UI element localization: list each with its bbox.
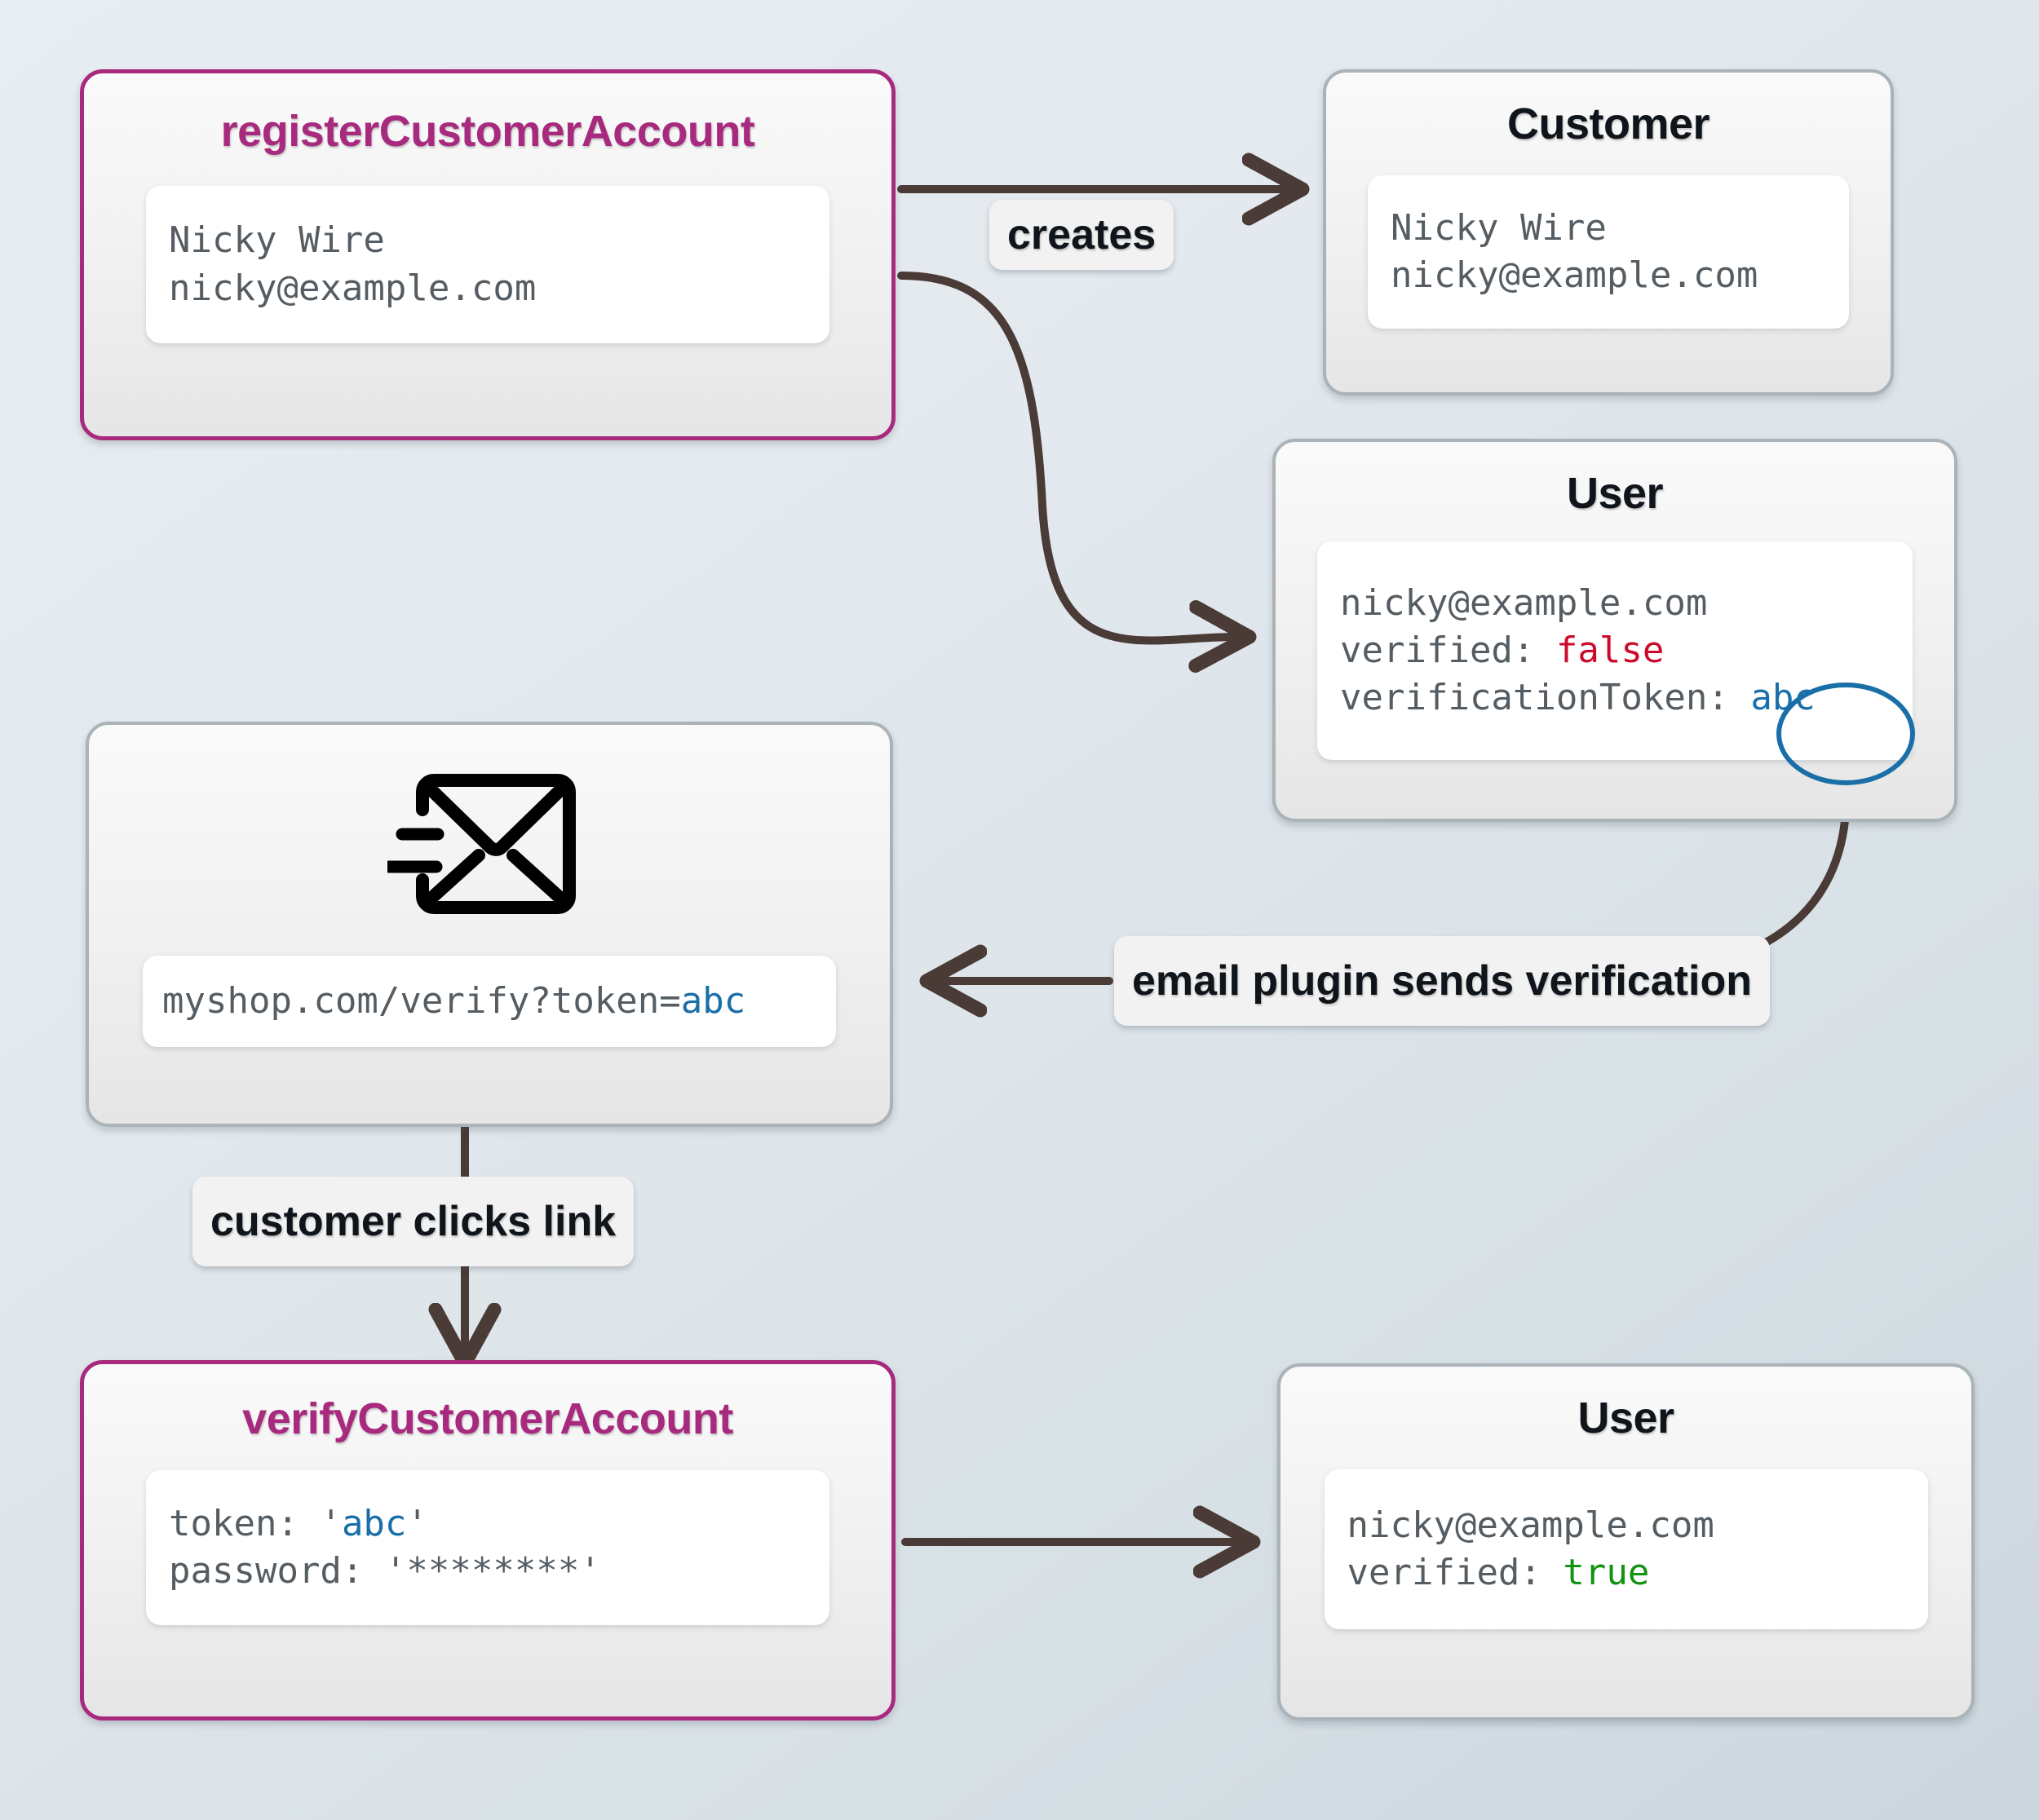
verify-line-password: password: '********' [169, 1550, 601, 1592]
user-verified-verified-key: verified: [1347, 1552, 1564, 1593]
verify-token-quote-close: ' [406, 1502, 428, 1544]
node-user-verified[interactable]: User nicky@example.com verified: true [1277, 1363, 1975, 1721]
node-verify-customer-account[interactable]: verifyCustomerAccount token: 'abc' passw… [80, 1360, 896, 1721]
user-unverified-line-verified: verified: false [1340, 627, 1890, 674]
node-user-unverified-panel: nicky@example.com verified: false verifi… [1317, 541, 1913, 760]
send-envelope-icon-svg [383, 774, 576, 914]
user-verified-verified-value: true [1563, 1552, 1650, 1593]
node-customer[interactable]: Customer Nicky Wire nicky@example.com [1323, 69, 1894, 395]
edge-label-email-plugin: email plugin sends verification [1114, 936, 1770, 1026]
customer-line-email: nicky@example.com [1391, 254, 1758, 296]
node-email-url-panel: myshop.com/verify?token=abc [143, 956, 836, 1047]
edge-label-creates: creates [989, 200, 1174, 270]
register-line-email: nicky@example.com [169, 267, 537, 309]
user-unverified-verified-value: false [1555, 629, 1665, 671]
node-customer-title: Customer [1506, 99, 1710, 148]
user-unverified-token-value: abc [1750, 677, 1816, 719]
node-register-title: registerCustomerAccount [220, 107, 755, 156]
edge-register-to-user [897, 272, 1240, 641]
user-verified-line-email: nicky@example.com [1347, 1504, 1714, 1546]
node-customer-panel: Nicky Wire nicky@example.com [1368, 175, 1849, 329]
node-register-panel: Nicky Wire nicky@example.com [146, 186, 829, 343]
node-verify-title: verifyCustomerAccount [242, 1394, 733, 1443]
customer-line-name: Nicky Wire [1391, 206, 1607, 249]
user-unverified-line-email: nicky@example.com [1340, 581, 1708, 624]
user-unverified-line-token: verificationToken: abc [1340, 674, 1890, 722]
node-user-verified-panel: nicky@example.com verified: true [1324, 1469, 1928, 1629]
verify-token-value: abc [341, 1502, 407, 1544]
user-unverified-verified-key: verified: [1340, 629, 1556, 671]
user-verified-line-verified: verified: true [1347, 1549, 1905, 1597]
verify-token-key: token: [169, 1502, 321, 1544]
node-register-customer-account[interactable]: registerCustomerAccount Nicky Wire nicky… [80, 69, 896, 440]
node-user-unverified-title: User [1566, 469, 1664, 518]
verify-token-quote-open: ' [320, 1502, 342, 1544]
node-user-verified-title: User [1577, 1394, 1674, 1442]
user-unverified-token-key: verificationToken: [1340, 677, 1751, 719]
node-email-message[interactable]: myshop.com/verify?token=abc [86, 722, 893, 1127]
email-url-line: myshop.com/verify?token=abc [162, 978, 816, 1025]
send-envelope-icon [383, 771, 591, 921]
edge-label-customer-clicks-link: customer clicks link [192, 1177, 635, 1266]
email-url-prefix: myshop.com/verify?token= [162, 979, 681, 1022]
node-verify-panel: token: 'abc' password: '********' [146, 1470, 829, 1625]
node-user-unverified[interactable]: User nicky@example.com verified: false v… [1272, 439, 1957, 822]
verify-line-token: token: 'abc' [169, 1500, 807, 1548]
register-line-name: Nicky Wire [169, 219, 385, 262]
email-url-token: abc [680, 979, 746, 1022]
